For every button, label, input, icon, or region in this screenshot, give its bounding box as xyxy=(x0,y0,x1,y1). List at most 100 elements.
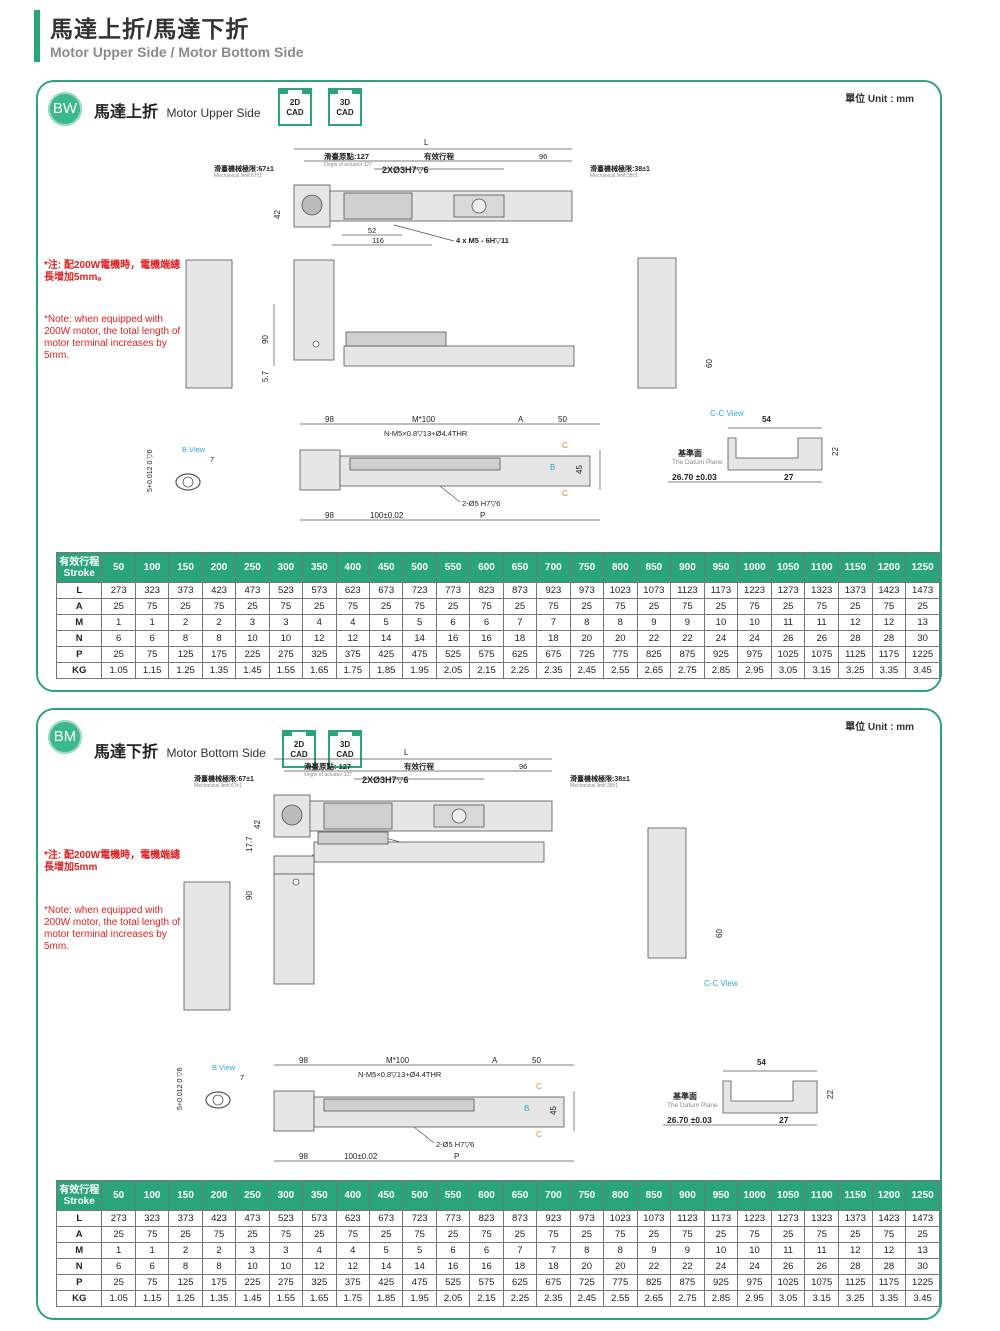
rail-side xyxy=(343,345,575,367)
table-cell: 1.65 xyxy=(302,662,337,679)
table-cell: 75 xyxy=(469,598,504,615)
table-cell: 773 xyxy=(435,582,471,599)
stroke-header-cell: 900 xyxy=(670,1180,705,1211)
table-cell: 973 xyxy=(569,1210,605,1227)
table-cell: 18 xyxy=(502,1258,538,1275)
table-cell: 75 xyxy=(134,646,170,663)
mech-limit-right: 滑臺機械極限:38±1 xyxy=(570,774,630,783)
stroke-header-cell: 350 xyxy=(302,552,337,583)
mech-limit-right-en: Mechanical limit:38±1 xyxy=(590,173,638,179)
panel-title: 馬達下折 Motor Bottom Side xyxy=(94,738,266,762)
table-cell: 6 xyxy=(134,1258,170,1275)
table-cell: 75 xyxy=(670,1226,705,1243)
table-cell: 6 xyxy=(101,630,136,647)
table-cell: 24 xyxy=(703,1258,739,1275)
dim-42: 42 xyxy=(273,210,282,219)
table-cell: 423 xyxy=(201,1210,237,1227)
table-cell: 1473 xyxy=(905,1210,940,1227)
table-cell: 26 xyxy=(770,630,806,647)
table-cell: 75 xyxy=(134,598,170,615)
table-cell: 6 xyxy=(134,630,170,647)
table-cell: 525 xyxy=(435,646,471,663)
table-cell: 1.55 xyxy=(268,662,304,679)
table-cell: 525 xyxy=(435,1274,471,1291)
table-cell: 25 xyxy=(435,1226,471,1243)
cad-2d-download-button[interactable]: 2D CAD xyxy=(278,88,312,126)
table-cell: 18 xyxy=(536,630,571,647)
motor-end-right xyxy=(647,827,687,959)
table-cell: 75 xyxy=(402,1226,437,1243)
table-cell: 24 xyxy=(703,630,739,647)
dowel-label: 2-Ø5 H7▽6 xyxy=(436,1140,474,1149)
mech-limit-left: 滑臺機械極限:67±1 xyxy=(214,164,274,173)
table-cell: 30 xyxy=(905,1258,940,1275)
table-cell: 25 xyxy=(235,1226,270,1243)
cover-hole xyxy=(471,198,487,214)
table-cell: 3.05 xyxy=(770,662,806,679)
table-cell: 725 xyxy=(569,646,605,663)
cad-3d-download-button[interactable]: 3D CAD xyxy=(328,730,362,768)
dim-50: 50 xyxy=(558,415,567,424)
table-cell: 1273 xyxy=(770,1210,806,1227)
cad-3d-sub: CAD xyxy=(336,750,354,759)
table-cell: 3.05 xyxy=(770,1290,806,1307)
table-cell: 25 xyxy=(502,598,538,615)
table-cell: 25 xyxy=(168,1226,203,1243)
table-cell: 22 xyxy=(636,1258,672,1275)
table-cell: 25 xyxy=(636,1226,672,1243)
table-cell: 10 xyxy=(737,1242,772,1259)
stroke-header-cell: 150 xyxy=(168,1180,203,1211)
stroke-header-cell: 500 xyxy=(402,552,437,583)
rail-side xyxy=(313,841,545,863)
dim-98: 98 xyxy=(325,415,334,424)
dim-54: 54 xyxy=(762,415,771,424)
stroke-header-cell: 1250 xyxy=(905,1180,940,1211)
stroke-header-cell: 200 xyxy=(201,1180,237,1211)
mech-limit-left: 滑臺機械極限:67±1 xyxy=(194,774,254,783)
table-cell: 2.55 xyxy=(603,662,638,679)
table-cell: 75 xyxy=(737,1226,772,1243)
stroke-header-cell: 850 xyxy=(636,552,672,583)
page-subtitle: Motor Upper Side / Motor Bottom Side xyxy=(50,44,304,60)
stroke-header-cell: 950 xyxy=(703,552,739,583)
table-cell: 1175 xyxy=(871,646,907,663)
table-cell: 5 xyxy=(368,1242,404,1259)
dim-7: 7 xyxy=(240,1073,244,1082)
table-cell: 623 xyxy=(335,1210,370,1227)
table-cell: 20 xyxy=(603,630,638,647)
table-cell: 3 xyxy=(235,614,270,631)
table-cell: 25 xyxy=(368,598,404,615)
dim-26-70: 26.70 ±0.03 xyxy=(667,1115,712,1125)
table-cell: 575 xyxy=(469,646,504,663)
table-cell: 573 xyxy=(302,1210,337,1227)
table-cell: 75 xyxy=(201,598,237,615)
dim-98-bottom: 98 xyxy=(299,1152,308,1161)
table-cell: 2.85 xyxy=(703,1290,739,1307)
table-cell: 623 xyxy=(335,582,370,599)
table-cell: 75 xyxy=(335,1226,370,1243)
table-cell: 1073 xyxy=(636,582,672,599)
table-cell: 1025 xyxy=(770,646,806,663)
table-cell: 225 xyxy=(235,1274,270,1291)
stroke-label-zh: 有效行程 xyxy=(59,556,100,568)
panel-title-zh: 馬達上折 xyxy=(94,104,159,121)
cad-2d-download-button[interactable]: 2D CAD xyxy=(282,730,316,768)
table-cell: 30 xyxy=(905,630,940,647)
table-cell: 16 xyxy=(469,630,504,647)
table-cell: 1073 xyxy=(636,1210,672,1227)
dim-27: 27 xyxy=(779,1115,789,1125)
table-cell: 7 xyxy=(502,1242,538,1259)
cad-3d-download-button[interactable]: 3D CAD xyxy=(328,88,362,126)
table-cell: 10 xyxy=(268,1258,304,1275)
table-cell: 1223 xyxy=(737,1210,772,1227)
section-C-top: C xyxy=(536,1082,542,1091)
stroke-header-cell: 650 xyxy=(502,552,538,583)
